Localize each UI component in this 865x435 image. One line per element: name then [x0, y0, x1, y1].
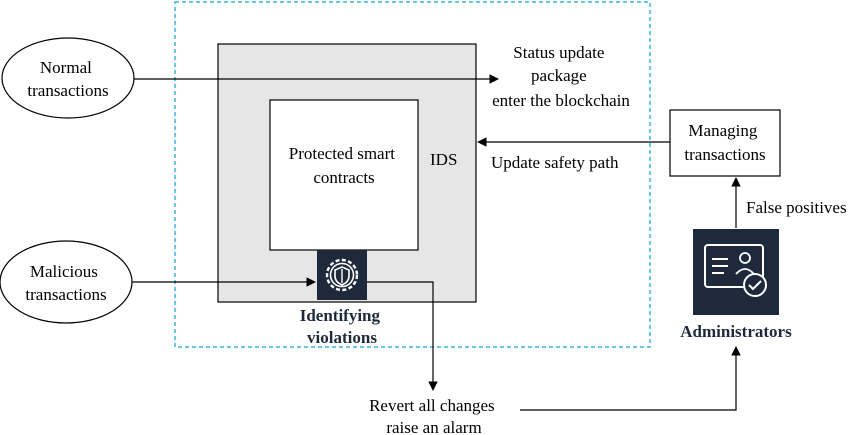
revert-to-admin-arrow	[520, 346, 741, 411]
shield-gear-icon	[317, 250, 367, 300]
protected-contracts-label: Protected smart contracts	[289, 144, 399, 187]
update-safety-path-label: Update safety path	[491, 153, 619, 172]
system-boundary	[174, 1, 651, 348]
false-positives-label: False positives	[746, 198, 847, 217]
normal-transactions-label: Normal transactions	[27, 58, 108, 100]
detector-to-revert-arrow	[367, 281, 438, 391]
identifying-violations-label: Identifying violations	[300, 306, 385, 347]
malicious-transactions-node	[0, 240, 133, 324]
normal-transactions-node	[1, 37, 135, 119]
id-card-check-icon	[693, 229, 779, 315]
managing-transactions-label: Managing transactions	[684, 121, 765, 164]
status-update-label: Status update package enter the blockcha…	[492, 43, 630, 110]
protected-contracts-box	[269, 99, 419, 251]
managing-transactions-box	[669, 109, 781, 177]
administrators-label: Administrators	[680, 322, 792, 341]
malicious-transactions-label: Malicious transactions	[25, 262, 106, 304]
revert-label: Revert all changes raise an alarm	[369, 396, 499, 435]
ids-label: IDS	[430, 150, 457, 169]
